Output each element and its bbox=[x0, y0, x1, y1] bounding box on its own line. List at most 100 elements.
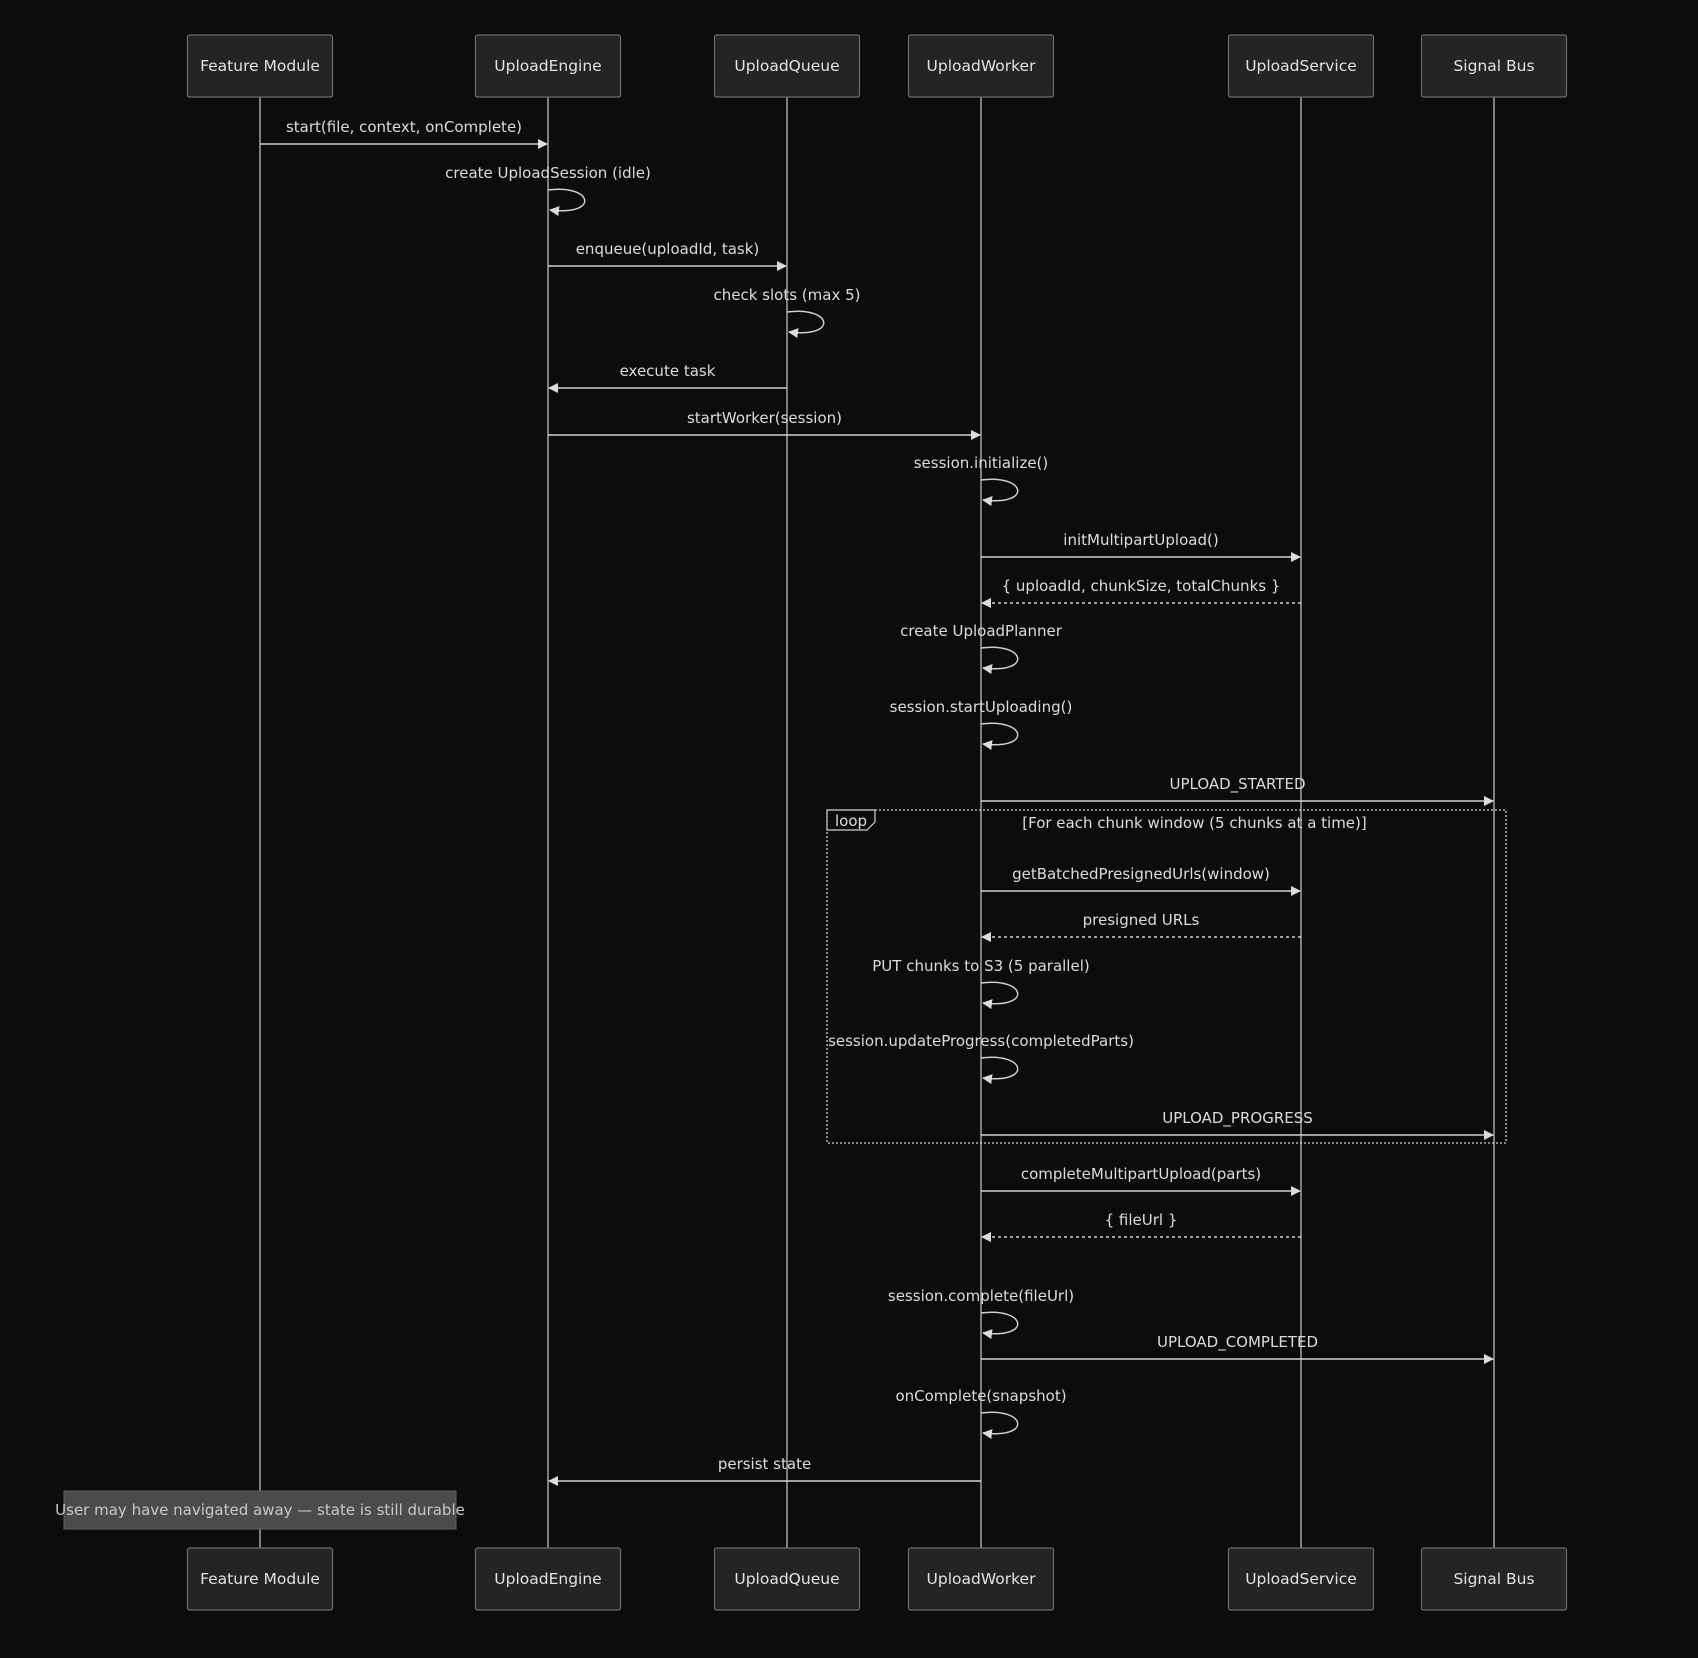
frames: loop [For each chunk window (5 chunks at … bbox=[826, 809, 1507, 1144]
message-3: enqueue(uploadId, task) bbox=[548, 240, 787, 271]
actor-label: UploadService bbox=[1245, 57, 1357, 75]
actor-service-bottom[interactable]: UploadService bbox=[1227, 1547, 1375, 1611]
message-10: create UploadPlanner bbox=[900, 622, 1063, 675]
actor-box bbox=[186, 34, 334, 98]
message-label: create UploadPlanner bbox=[900, 622, 1063, 640]
message-15: PUT chunks to S3 (5 parallel) bbox=[872, 957, 1090, 1010]
actor-label: Signal Bus bbox=[1453, 57, 1534, 75]
loop-tag-box bbox=[826, 809, 876, 831]
actor-box bbox=[1227, 34, 1375, 98]
self-message-arrow bbox=[980, 646, 1019, 675]
message-label: { uploadId, chunkSize, totalChunks } bbox=[1002, 577, 1281, 595]
actor-queue-top[interactable]: UploadQueue bbox=[713, 34, 861, 98]
message-7: session.initialize() bbox=[914, 454, 1048, 507]
message-5: execute task bbox=[548, 362, 787, 393]
message-label: start(file, context, onComplete) bbox=[286, 118, 522, 136]
message-13: getBatchedPresignedUrls(window) bbox=[981, 865, 1301, 896]
message-14: presigned URLs bbox=[981, 911, 1301, 942]
message-label: completeMultipartUpload(parts) bbox=[1021, 1165, 1261, 1183]
actor-label: UploadWorker bbox=[927, 57, 1037, 75]
message-12: UPLOAD_STARTED bbox=[981, 775, 1494, 806]
actor-box bbox=[1420, 34, 1568, 98]
message-16: session.updateProgress(completedParts) bbox=[828, 1032, 1134, 1085]
message-label: { fileUrl } bbox=[1105, 1211, 1178, 1229]
actor-bus-bottom[interactable]: Signal Bus bbox=[1420, 1547, 1568, 1611]
message-label: persist state bbox=[718, 1455, 811, 1473]
actor-worker-bottom[interactable]: UploadWorker bbox=[907, 1547, 1055, 1611]
notes: User may have navigated away — state is … bbox=[55, 1490, 465, 1530]
loop-condition: [For each chunk window (5 chunks at a ti… bbox=[1022, 814, 1367, 832]
actor-label: Signal Bus bbox=[1453, 1570, 1534, 1588]
message-17: UPLOAD_PROGRESS bbox=[981, 1109, 1494, 1140]
actors-bottom: Feature Module UploadEngine UploadQueue Upl… bbox=[186, 1547, 1568, 1611]
message-11: session.startUploading() bbox=[890, 698, 1073, 751]
message-label: getBatchedPresignedUrls(window) bbox=[1012, 865, 1270, 883]
actor-bus-top[interactable]: Signal Bus bbox=[1420, 34, 1568, 98]
message-label: UPLOAD_STARTED bbox=[1169, 775, 1305, 794]
message-label: create UploadSession (idle) bbox=[445, 164, 651, 182]
message-9: { uploadId, chunkSize, totalChunks } bbox=[981, 577, 1301, 608]
message-label: check slots (max 5) bbox=[713, 286, 860, 304]
loop-tag-label: loop bbox=[835, 812, 867, 830]
actor-queue-bottom[interactable]: UploadQueue bbox=[713, 1547, 861, 1611]
actor-worker-top[interactable]: UploadWorker bbox=[907, 34, 1055, 98]
actor-engine-top[interactable]: UploadEngine bbox=[474, 34, 622, 98]
message-label: UPLOAD_COMPLETED bbox=[1157, 1333, 1318, 1352]
self-message-arrow bbox=[980, 478, 1019, 507]
actor-feature-top[interactable]: Feature Module bbox=[186, 34, 334, 98]
self-message-arrow bbox=[980, 1056, 1019, 1085]
actor-box bbox=[907, 34, 1055, 98]
actor-engine-bottom[interactable]: UploadEngine bbox=[474, 1547, 622, 1611]
actor-label: UploadQueue bbox=[734, 1570, 839, 1588]
message-20: session.complete(fileUrl) bbox=[888, 1287, 1074, 1340]
message-6: startWorker(session) bbox=[548, 409, 981, 440]
actor-label: UploadQueue bbox=[734, 57, 839, 75]
message-4: check slots (max 5) bbox=[713, 286, 861, 339]
message-22: onComplete(snapshot) bbox=[895, 1387, 1067, 1440]
message-23: persist state bbox=[548, 1455, 981, 1486]
message-label: presigned URLs bbox=[1083, 911, 1200, 929]
actor-label: Feature Module bbox=[200, 57, 320, 75]
message-label: enqueue(uploadId, task) bbox=[576, 240, 760, 258]
message-19: { fileUrl } bbox=[981, 1211, 1301, 1242]
actor-box bbox=[474, 1547, 622, 1611]
self-message-arrow bbox=[547, 188, 586, 217]
actor-box bbox=[1227, 1547, 1375, 1611]
message-21: UPLOAD_COMPLETED bbox=[981, 1333, 1494, 1364]
message-8: initMultipartUpload() bbox=[981, 531, 1301, 562]
actor-label: UploadEngine bbox=[494, 1570, 601, 1588]
self-message-arrow bbox=[980, 1411, 1019, 1440]
self-message-arrow bbox=[980, 981, 1019, 1010]
message-label: onComplete(snapshot) bbox=[895, 1387, 1066, 1405]
actor-box bbox=[474, 34, 622, 98]
actor-box bbox=[713, 34, 861, 98]
actors-top: Feature Module UploadEngine UploadQueue Upl… bbox=[186, 34, 1568, 98]
note: User may have navigated away — state is … bbox=[55, 1490, 465, 1530]
message-label: PUT chunks to S3 (5 parallel) bbox=[872, 957, 1089, 975]
message-2: create UploadSession (idle) bbox=[445, 164, 651, 217]
message-label: session.complete(fileUrl) bbox=[888, 1287, 1074, 1305]
note-box bbox=[63, 1490, 457, 1530]
actor-box bbox=[907, 1547, 1055, 1611]
actor-label: UploadService bbox=[1245, 1570, 1357, 1588]
message-label: execute task bbox=[620, 362, 716, 380]
actor-box bbox=[186, 1547, 334, 1611]
actor-box bbox=[713, 1547, 861, 1611]
actor-service-top[interactable]: UploadService bbox=[1227, 34, 1375, 98]
message-label: session.updateProgress(completedParts) bbox=[828, 1032, 1134, 1050]
message-1: start(file, context, onComplete) bbox=[260, 118, 548, 149]
actor-label: Feature Module bbox=[200, 1570, 320, 1588]
actor-box bbox=[1420, 1547, 1568, 1611]
note-text: User may have navigated away — state is … bbox=[55, 1501, 465, 1519]
message-label: startWorker(session) bbox=[687, 409, 842, 427]
self-message-arrow bbox=[980, 1311, 1019, 1340]
lifelines bbox=[259, 97, 1495, 1548]
loop-frame: loop [For each chunk window (5 chunks at … bbox=[826, 809, 1507, 1144]
message-label: UPLOAD_PROGRESS bbox=[1162, 1109, 1313, 1128]
self-message-arrow bbox=[786, 310, 825, 339]
message-label: session.startUploading() bbox=[890, 698, 1073, 716]
self-message-arrow bbox=[980, 722, 1019, 751]
messages: start(file, context, onComplete) create U… bbox=[260, 118, 1494, 1486]
message-label: initMultipartUpload() bbox=[1063, 531, 1218, 549]
actor-feature-bottom[interactable]: Feature Module bbox=[186, 1547, 334, 1611]
